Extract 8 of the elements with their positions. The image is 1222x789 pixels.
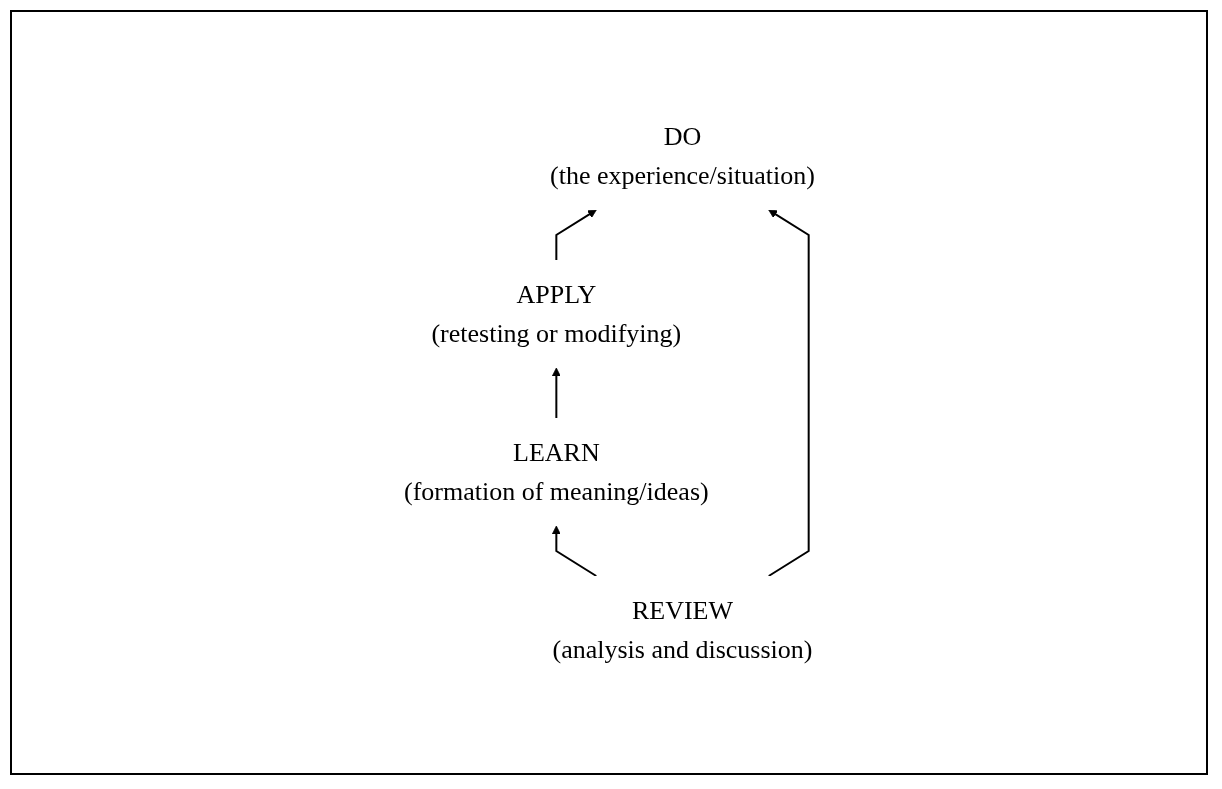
node-text: APPLY (retesting or modifying) [430, 279, 681, 348]
arrow [767, 209, 810, 577]
arrow [551, 367, 561, 419]
arrow [551, 525, 597, 577]
node-text: REVIEW (analysis and discussion) [552, 595, 812, 664]
node-text: DO (the experience/situation) [549, 121, 815, 190]
node-text: LEARN (formation of meaning/ideas) [403, 437, 709, 506]
arrow [554, 209, 597, 261]
